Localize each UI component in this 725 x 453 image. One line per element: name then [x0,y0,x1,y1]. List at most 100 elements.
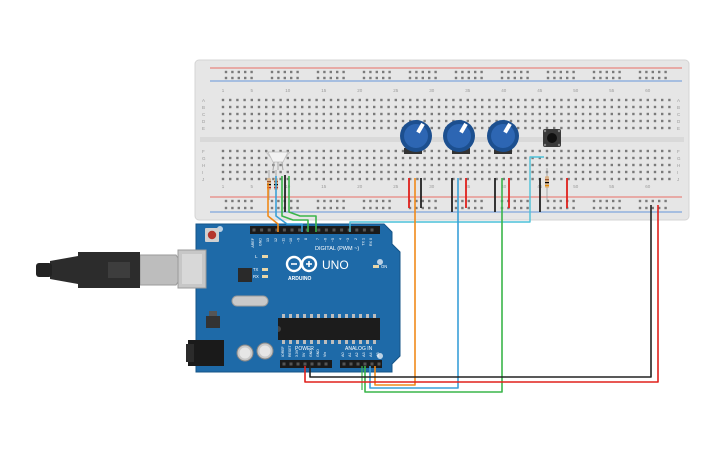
breadboard-hole[interactable] [567,163,570,167]
breadboard-hole[interactable] [445,119,448,123]
breadboard-hole[interactable] [495,105,498,109]
breadboard-hole[interactable] [639,170,642,174]
breadboard-hole[interactable] [603,149,606,153]
breadboard-hole[interactable] [229,149,232,153]
breadboard-hole[interactable] [625,105,628,109]
breadboard-hole[interactable] [373,98,376,102]
breadboard-hole[interactable] [430,163,433,167]
breadboard-hole[interactable] [581,170,585,174]
breadboard-hole[interactable] [538,119,541,123]
breadboard-hole[interactable] [473,105,477,109]
breadboard-hole[interactable] [337,170,340,174]
breadboard-hole[interactable] [661,105,664,109]
rail-hole[interactable] [618,70,621,74]
breadboard-hole[interactable] [603,105,606,109]
breadboard-hole[interactable] [236,119,239,123]
breadboard-hole[interactable] [221,105,225,109]
breadboard-hole[interactable] [423,112,426,116]
rail-hole[interactable] [250,70,253,74]
breadboard-hole[interactable] [358,170,361,174]
rail-hole[interactable] [612,199,615,203]
breadboard-hole[interactable] [466,112,469,116]
potentiometer-1-icon[interactable] [400,120,432,154]
rail-hole[interactable] [467,206,470,210]
breadboard-hole[interactable] [293,105,297,109]
rail-hole[interactable] [323,70,326,74]
rail-hole[interactable] [244,199,247,203]
breadboard-hole[interactable] [481,177,484,181]
breadboard-hole[interactable] [380,105,383,109]
breadboard-hole[interactable] [553,112,556,116]
breadboard-hole[interactable] [596,163,599,167]
digital-pin[interactable] [362,228,366,232]
breadboard-hole[interactable] [481,105,484,109]
breadboard-hole[interactable] [452,98,455,102]
breadboard-hole[interactable] [430,170,433,174]
breadboard-hole[interactable] [315,156,318,160]
breadboard-hole[interactable] [553,105,556,109]
breadboard-hole[interactable] [581,98,585,102]
breadboard-hole[interactable] [250,170,253,174]
breadboard-hole[interactable] [437,126,441,130]
breadboard-hole[interactable] [358,112,361,116]
breadboard-hole[interactable] [603,112,606,116]
breadboard-hole[interactable] [373,105,376,109]
breadboard-hole[interactable] [632,119,635,123]
breadboard-hole[interactable] [646,112,649,116]
breadboard-hole[interactable] [315,119,318,123]
breadboard-hole[interactable] [243,105,246,109]
rail-hole[interactable] [244,206,247,210]
breadboard-hole[interactable] [265,112,268,116]
rail-hole[interactable] [658,76,661,80]
rail-hole[interactable] [415,199,418,203]
breadboard-hole[interactable] [545,126,549,130]
breadboard-hole[interactable] [308,149,311,153]
digital-pin[interactable] [324,228,328,232]
breadboard-hole[interactable] [581,112,585,116]
rgb-led-icon[interactable] [265,151,291,171]
breadboard-hole[interactable] [322,98,325,102]
breadboard-hole[interactable] [243,98,246,102]
breadboard-hole[interactable] [394,177,397,181]
resistor-button[interactable] [545,168,549,200]
breadboard-hole[interactable] [279,170,282,174]
breadboard-hole[interactable] [344,105,347,109]
rail-hole[interactable] [231,199,234,203]
rail-hole[interactable] [237,70,240,74]
breadboard-hole[interactable] [596,105,599,109]
breadboard-hole[interactable] [445,156,448,160]
breadboard-hole[interactable] [524,156,527,160]
breadboard-hole[interactable] [373,163,376,167]
breadboard-hole[interactable] [610,177,613,181]
breadboard-hole[interactable] [358,149,361,153]
breadboard-hole[interactable] [272,105,275,109]
breadboard-hole[interactable] [344,126,347,130]
breadboard-hole[interactable] [538,126,541,130]
breadboard-hole[interactable] [531,149,534,153]
breadboard-hole[interactable] [538,112,541,116]
rail-hole[interactable] [546,199,550,203]
breadboard-hole[interactable] [646,119,649,123]
rail-hole[interactable] [290,199,293,203]
breadboard-hole[interactable] [409,170,412,174]
breadboard-hole[interactable] [581,126,585,130]
breadboard-hole[interactable] [531,112,534,116]
rail-hole[interactable] [474,70,477,74]
breadboard-hole[interactable] [329,112,333,116]
breadboard-hole[interactable] [517,126,520,130]
breadboard-hole[interactable] [394,163,397,167]
breadboard-hole[interactable] [337,149,340,153]
breadboard-hole[interactable] [221,177,225,181]
rail-hole[interactable] [375,206,378,210]
breadboard-hole[interactable] [668,119,671,123]
breadboard-hole[interactable] [394,105,397,109]
potentiometer-3-icon[interactable] [487,120,519,154]
breadboard-hole[interactable] [545,112,549,116]
breadboard-hole[interactable] [380,149,383,153]
breadboard-hole[interactable] [358,156,361,160]
dc-power-jack[interactable] [186,340,224,366]
breadboard-hole[interactable] [229,98,232,102]
breadboard-hole[interactable] [653,98,657,102]
breadboard-hole[interactable] [308,105,311,109]
